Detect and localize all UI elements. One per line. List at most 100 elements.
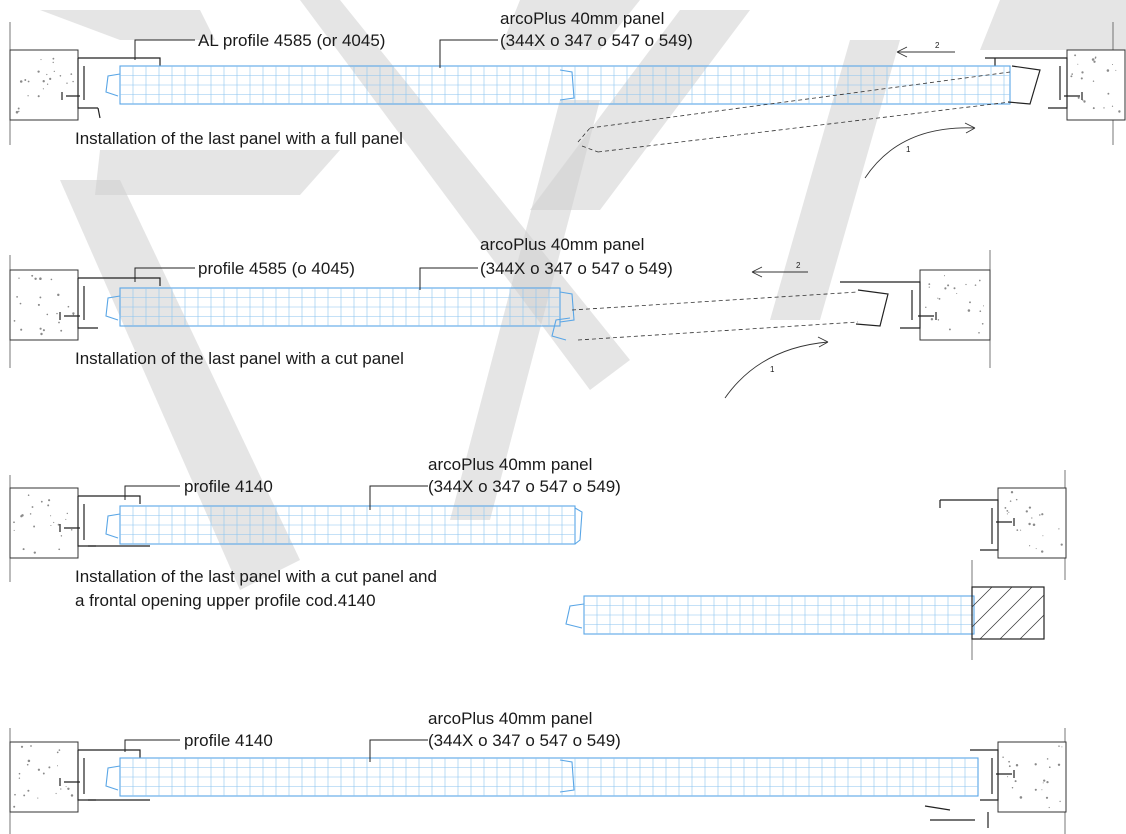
concrete-speck (1059, 800, 1061, 803)
concrete-speck (13, 320, 16, 322)
concrete-speck (1016, 529, 1019, 531)
concrete-speck (23, 794, 26, 797)
concrete-speck (1071, 73, 1073, 75)
panel-4 (119, 757, 979, 797)
concrete-speck (59, 75, 62, 77)
concrete-speck (1091, 58, 1095, 61)
concrete-speck (943, 275, 946, 277)
panel-label-1b: (344X o 347 o 547 o 549) (500, 31, 693, 50)
concrete-speck (978, 331, 980, 334)
panel-label-3a: arcoPlus 40mm panel (428, 455, 592, 474)
concrete-speck (70, 73, 73, 75)
concrete-speck (1041, 550, 1044, 553)
leader-panel-4 (369, 739, 428, 762)
concrete-speck (18, 277, 20, 279)
caption-3a: Installation of the last panel with a cu… (75, 567, 437, 586)
anchor-bolt-left (59, 524, 80, 532)
panel-1-end-cut (1007, 65, 1041, 105)
concrete-speck (1077, 96, 1080, 99)
anchor-bolt-left (59, 312, 80, 320)
concrete-speck (67, 305, 70, 308)
concrete-speck (72, 312, 75, 315)
al-profile-right (985, 57, 1068, 109)
leader-panel-3 (369, 485, 428, 510)
concrete-speck (27, 789, 30, 792)
panel-1 (119, 65, 1011, 105)
ghost-panel-2 (571, 291, 859, 341)
concrete-speck (52, 57, 55, 60)
concrete-speck (947, 284, 950, 287)
concrete-speck (1041, 789, 1043, 791)
concrete-speck (1083, 100, 1086, 103)
concrete-speck (1007, 776, 1009, 778)
concrete-speck (1035, 548, 1037, 550)
arrow-number-1: 1 (906, 145, 911, 154)
concrete-speck (1031, 517, 1033, 519)
leader-profile-4 (124, 739, 180, 752)
concrete-speck (50, 524, 52, 527)
leader-panel-2 (419, 267, 478, 290)
concrete-speck (1093, 60, 1096, 63)
concrete-speck (39, 327, 42, 330)
concrete-speck (60, 788, 62, 790)
arrow-number-2: 2 (935, 41, 940, 50)
concrete-speck (1103, 107, 1105, 109)
panel-label-1a: arcoPlus 40mm panel (500, 9, 664, 28)
wall-concrete-left (9, 487, 79, 559)
panel-label-2a: arcoPlus 40mm panel (480, 235, 644, 254)
concrete-speck (29, 513, 32, 515)
concrete-speck (70, 529, 73, 531)
concrete-speck (48, 499, 51, 502)
concrete-speck (1029, 545, 1031, 547)
concrete-speck (40, 500, 43, 503)
concrete-speck (930, 318, 934, 321)
concrete-speck (1002, 756, 1004, 759)
caption-1: Installation of the last panel with a fu… (75, 129, 403, 148)
insertion-arrow-1 (724, 341, 829, 399)
concrete-speck (37, 303, 40, 306)
concrete-speck (928, 286, 930, 288)
insertion-arrow-2 (896, 46, 955, 58)
panel-1-joint-mid (559, 69, 575, 101)
section-2-cut-panel: profile 4585 (o 4045) arcoPlus 40mm pane… (9, 235, 991, 399)
concrete-speck (1034, 788, 1037, 791)
al-profile-right (840, 281, 921, 329)
concrete-speck (65, 786, 67, 788)
concrete-speck (46, 313, 49, 316)
profile-label-1: AL profile 4585 (or 4045) (198, 31, 385, 50)
concrete-speck (928, 283, 931, 285)
concrete-speck (19, 80, 23, 83)
concrete-speck (1043, 779, 1046, 782)
concrete-speck (1032, 523, 1036, 526)
concrete-speck (66, 82, 68, 84)
concrete-speck (21, 514, 24, 517)
concrete-speck (65, 518, 67, 520)
concrete-speck (1008, 765, 1011, 768)
concrete-speck (925, 306, 927, 309)
concrete-speck (1020, 529, 1022, 531)
concrete-speck (27, 494, 30, 496)
concrete-speck (1008, 760, 1010, 763)
concrete-speck (13, 529, 15, 531)
concrete-speck (72, 314, 75, 316)
concrete-speck (1010, 491, 1014, 494)
concrete-speck (42, 329, 45, 332)
panel-label-2b: (344X o 347 o 547 o 549) (480, 259, 673, 278)
anchor-bolt-left (61, 92, 80, 100)
concrete-speck (58, 749, 61, 751)
concrete-speck (19, 302, 22, 305)
concrete-speck (14, 793, 16, 796)
leader-profile-3 (124, 485, 180, 500)
concrete-speck (22, 548, 25, 551)
concrete-speck (46, 73, 48, 76)
concrete-speck (30, 745, 32, 747)
wall-concrete-right (997, 487, 1067, 559)
concrete-speck (60, 329, 63, 332)
concrete-speck (1118, 110, 1121, 113)
concrete-speck (1009, 500, 1012, 502)
concrete-speck (26, 763, 29, 766)
concrete-speck (1092, 107, 1095, 110)
concrete-speck (1094, 57, 1097, 59)
concrete-speck (1015, 764, 1019, 767)
